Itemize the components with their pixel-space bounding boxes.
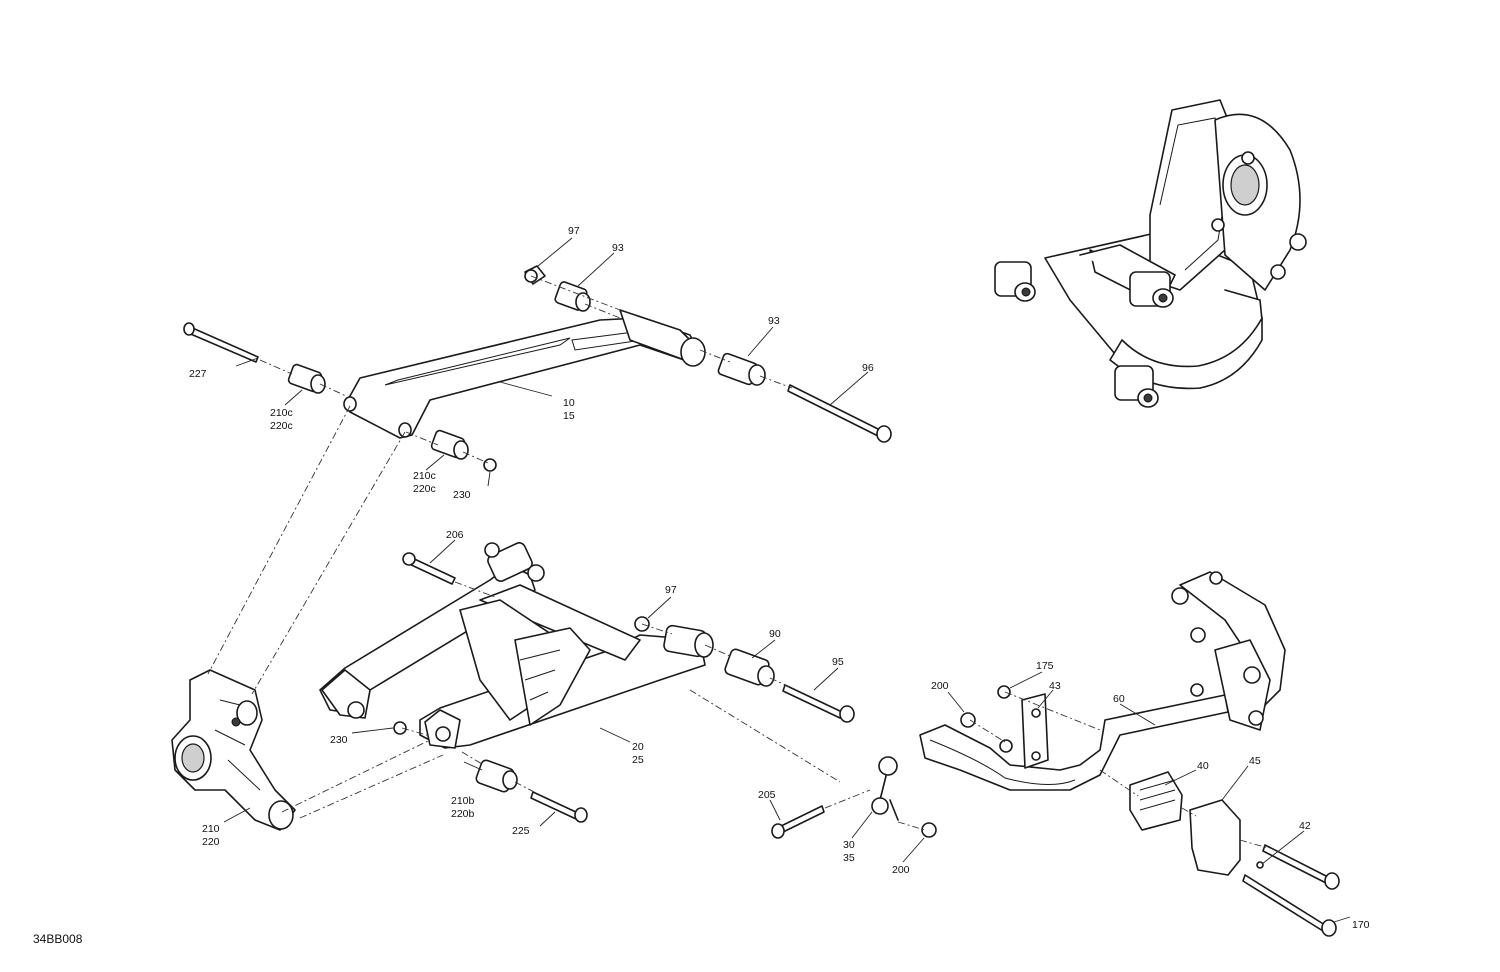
assembly-lines bbox=[207, 275, 1269, 849]
sway-bar-assembly bbox=[771, 571, 1340, 937]
callout-42: 42 bbox=[1299, 820, 1311, 832]
leader-lines bbox=[223, 237, 1351, 923]
callout-230: 230 bbox=[330, 734, 348, 746]
callout-206: 206 bbox=[446, 529, 464, 541]
callout-205: 205 bbox=[758, 789, 776, 801]
callout-230: 230 bbox=[453, 489, 471, 501]
callout-10-15: 10 15 bbox=[563, 397, 578, 422]
callout-20-25: 20 25 bbox=[632, 741, 647, 766]
lower-a-arm bbox=[319, 542, 714, 749]
callout-210b-220b: 210b 220b bbox=[451, 795, 477, 820]
callout-labels: 97 93 93 96 227 210c 220c 10 15 210c 220… bbox=[189, 225, 1370, 931]
callout-210c-220c: 210c 220c bbox=[413, 470, 439, 495]
callout-95: 95 bbox=[832, 656, 844, 668]
callout-97: 97 bbox=[665, 584, 677, 596]
callout-93: 93 bbox=[612, 242, 624, 254]
assembled-suspension-view bbox=[994, 99, 1307, 408]
callout-40: 40 bbox=[1197, 760, 1209, 772]
upper-arm-hardware bbox=[183, 265, 892, 472]
callout-175: 175 bbox=[1036, 660, 1054, 672]
callout-170: 170 bbox=[1352, 919, 1370, 931]
callout-200: 200 bbox=[931, 680, 949, 692]
callout-93: 93 bbox=[768, 315, 780, 327]
callout-30-35: 30 35 bbox=[843, 839, 858, 864]
callout-43: 43 bbox=[1049, 680, 1061, 692]
steering-knuckle bbox=[171, 669, 296, 831]
callout-200: 200 bbox=[892, 864, 910, 876]
upper-a-arm bbox=[343, 309, 706, 439]
callout-97: 97 bbox=[568, 225, 580, 237]
callout-60: 60 bbox=[1113, 693, 1125, 705]
callout-90: 90 bbox=[769, 628, 781, 640]
callout-210c-220c: 210c 220c bbox=[270, 407, 296, 432]
callout-227: 227 bbox=[189, 368, 207, 380]
callout-210-220: 210 220 bbox=[202, 823, 222, 848]
drawing-reference: 34BB008 bbox=[33, 932, 83, 946]
callout-45: 45 bbox=[1249, 755, 1261, 767]
callout-225: 225 bbox=[512, 825, 530, 837]
callout-96: 96 bbox=[862, 362, 874, 374]
